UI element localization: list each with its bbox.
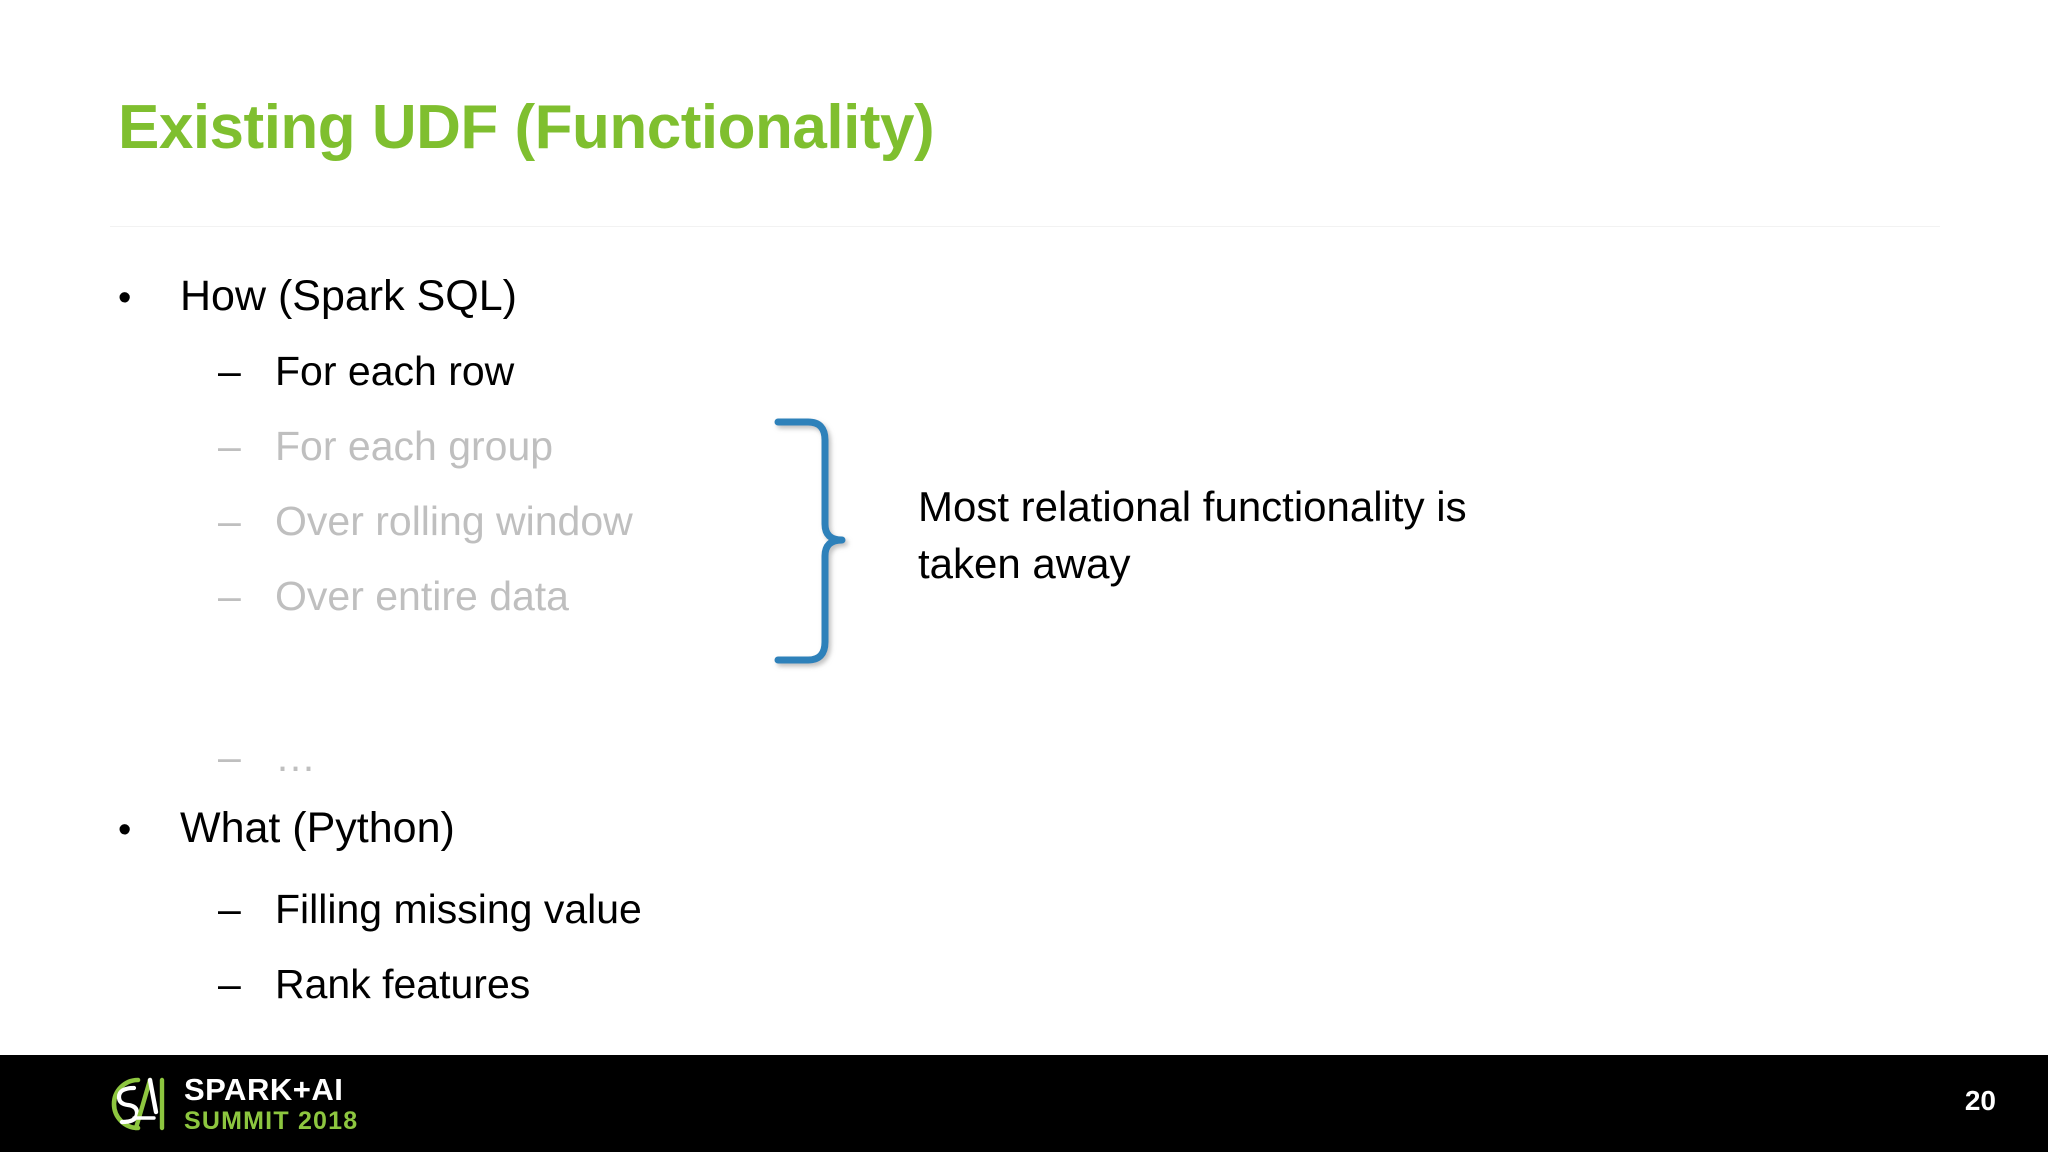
list-item: – Filling missing value (110, 886, 1010, 961)
logo-wordmark: SPARK+AI SUMMIT 2018 (184, 1074, 358, 1134)
list-item: – For each group (110, 423, 1010, 498)
list-item-label: Over rolling window (275, 498, 633, 544)
outline-spacer (110, 648, 1010, 734)
list-item-label: Filling missing value (275, 886, 642, 932)
list-item-label: Over entire data (275, 573, 569, 619)
logo-title: SPARK+AI (184, 1072, 344, 1107)
list-item: – … (110, 734, 1010, 804)
list-item: – Over rolling window (110, 498, 1010, 573)
dash-icon: – (218, 886, 241, 932)
list-item: • How (Spark SQL) (110, 272, 1010, 348)
spark-ai-summit-logo: SPARK+AI SUMMIT 2018 (98, 1071, 358, 1137)
list-item-label: Rank features (275, 961, 531, 1007)
list-item-label: … (275, 734, 316, 780)
page-title: Existing UDF (Functionality) (118, 93, 935, 162)
callout-line-2: taken away (918, 540, 1131, 588)
list-item: – Over entire data (110, 573, 1010, 648)
outline-list: • How (Spark SQL) – For each row – For e… (110, 272, 1010, 1111)
dash-icon: – (218, 498, 241, 544)
list-item-label: For each group (275, 423, 554, 469)
dash-icon: – (218, 348, 241, 394)
bullet-icon: • (118, 277, 132, 319)
dash-icon: – (218, 734, 241, 780)
list-item: • What (Python) (110, 804, 1010, 886)
callout-text: Most relational functionality is taken a… (918, 478, 1678, 592)
list-item: – For each row (110, 348, 1010, 423)
list-item: – Rank features (110, 961, 1010, 1036)
page-number: 20 (1964, 1085, 1996, 1116)
bullet-icon: • (118, 809, 132, 851)
title-divider (110, 226, 1940, 227)
list-item-label: How (Spark SQL) (180, 272, 517, 320)
dash-icon: – (218, 423, 241, 469)
dash-icon: – (218, 961, 241, 1007)
callout-line-1: Most relational functionality is (918, 483, 1467, 530)
list-item-label: What (Python) (180, 804, 455, 852)
dash-icon: – (218, 573, 241, 619)
spark-logo-mark (111, 1077, 165, 1131)
list-item-label: For each row (275, 348, 515, 394)
logo-subtitle: SUMMIT 2018 (184, 1107, 359, 1135)
footer-bar: SPARK+AI SUMMIT 2018 20 (0, 1055, 2048, 1152)
